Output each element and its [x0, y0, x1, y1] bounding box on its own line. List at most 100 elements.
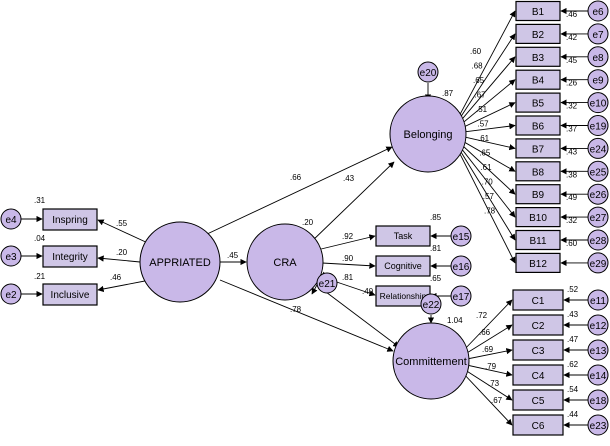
error-e24: e24	[587, 137, 609, 159]
error-e29-circle	[587, 252, 609, 274]
error-e23-label: e23	[590, 421, 607, 432]
error-e19-label: e19	[590, 122, 607, 133]
r2-b5: .32	[566, 102, 578, 111]
indicator-b9-label: B9	[532, 190, 545, 201]
error-e10-circle	[587, 92, 609, 114]
error-e29-label: e29	[590, 259, 607, 270]
error-e8-label: e8	[592, 53, 604, 64]
error-e18-circle	[587, 389, 609, 411]
error-e26: e26	[587, 183, 609, 205]
r2-cra: .20	[302, 218, 314, 227]
loading-c3: .69	[482, 345, 494, 354]
r2-c3: .47	[567, 335, 579, 344]
latent-appriated: APPRIATED	[139, 221, 221, 303]
indicator-task-box	[375, 225, 431, 247]
coef-app-com: .78	[290, 305, 302, 314]
error-e15-circle	[450, 225, 472, 247]
loading-cognitive: .90	[342, 254, 354, 263]
error-e6: e6	[587, 0, 609, 22]
path-belonging-b1	[455, 10, 516, 123]
path-cra-task	[316, 234, 376, 251]
indicator-c5: C5	[512, 389, 564, 411]
path-commitement-c1	[461, 299, 513, 353]
indicator-b7-label: B7	[532, 144, 545, 155]
indicator-integrity-label: Integrity	[52, 252, 88, 263]
error-e12-label: e12	[590, 321, 607, 332]
error-e24-circle	[587, 137, 609, 159]
indicator-integrity-box	[42, 245, 98, 268]
r2-c1: .52	[567, 285, 579, 294]
indicator-c2: C2	[512, 314, 564, 336]
indicator-b7: B7	[515, 138, 561, 159]
path-belonging-b5	[455, 102, 516, 132]
path-commitement-c3	[461, 348, 513, 361]
belonging-paths	[455, 7, 588, 267]
error-e9: e9	[587, 69, 609, 91]
error-e16: e16	[450, 255, 472, 277]
error-e2-label: e2	[5, 290, 17, 301]
indicator-b11: B11	[515, 229, 561, 251]
loading-b1: .60	[470, 47, 482, 56]
indicator-b4-box	[515, 69, 561, 90]
coef-cra-bel: .43	[343, 174, 355, 183]
indicator-cognitive: Cognitive	[375, 255, 431, 277]
indicator-b2-box	[515, 23, 561, 44]
latent-cra-label: CRA	[273, 257, 297, 269]
r2-integrity: .04	[34, 234, 46, 243]
loading-b2: .68	[472, 62, 484, 71]
r2-commitement: 1.04	[447, 316, 463, 325]
loading-relationship: .81	[342, 273, 354, 282]
error-e21: e21	[316, 272, 338, 294]
latent-belonging: Belonging	[389, 95, 467, 173]
indicator-c6-label: C6	[532, 421, 545, 432]
indicator-b6-label: B6	[532, 122, 545, 133]
indicator-cognitive-label: Cognitive	[384, 261, 422, 271]
r2-inspring: .31	[34, 196, 46, 205]
loading-c2: .66	[479, 328, 491, 337]
indicator-c4-label: C4	[532, 371, 545, 382]
coef-cra-com: .40	[362, 287, 374, 296]
error-e15: e15	[450, 225, 472, 247]
r2-b1: .46	[566, 10, 578, 19]
loading-b10: .70	[482, 178, 494, 187]
indicator-c6: C6	[512, 414, 564, 436]
path-belonging-b4	[455, 79, 516, 129]
error-e18: e18	[587, 389, 609, 411]
r2-c6: .44	[567, 410, 579, 419]
path-appriated-belonging	[204, 146, 393, 236]
r2-b11: .60	[566, 239, 578, 248]
error-e4: e4	[0, 208, 22, 230]
loading-b4: .67	[475, 91, 487, 100]
indicator-b6-box	[515, 115, 561, 136]
indicator-b3-label: B3	[532, 53, 545, 64]
indicator-b1: B1	[515, 0, 561, 22]
error-e28-label: e28	[590, 236, 607, 247]
indicator-b4: B4	[515, 69, 561, 90]
indicator-b5-label: B5	[532, 99, 545, 110]
error-e17-label: e17	[453, 292, 470, 303]
error-e10: e10	[587, 92, 609, 114]
r2-c4: .62	[567, 360, 579, 369]
error-e7-circle	[587, 23, 609, 45]
indicator-c4-box	[512, 364, 564, 386]
path-belonging-b10	[455, 141, 516, 218]
latent-belonging-circle	[389, 95, 467, 173]
indicator-b10-label: B10	[529, 213, 547, 224]
r2-c2: .43	[567, 310, 579, 319]
loading-c5: .73	[488, 379, 500, 388]
loading-b11: .57	[483, 192, 495, 201]
indicator-inclusive-box	[42, 283, 98, 306]
loading-c1: .72	[476, 311, 488, 320]
loading-inspring: .55	[116, 219, 128, 228]
indicator-inspring-box	[42, 208, 98, 231]
error-e19: e19	[587, 115, 609, 136]
indicator-b11-box	[515, 229, 561, 251]
error-e27-circle	[587, 206, 609, 228]
error-e23-circle	[587, 414, 609, 436]
loading-b3: .65	[473, 76, 485, 85]
indicator-c2-label: C2	[532, 321, 545, 332]
path-commitement-c6	[461, 371, 513, 426]
indicator-inclusive: Inclusive	[42, 283, 98, 306]
path-appriated-inclusive	[97, 279, 151, 293]
